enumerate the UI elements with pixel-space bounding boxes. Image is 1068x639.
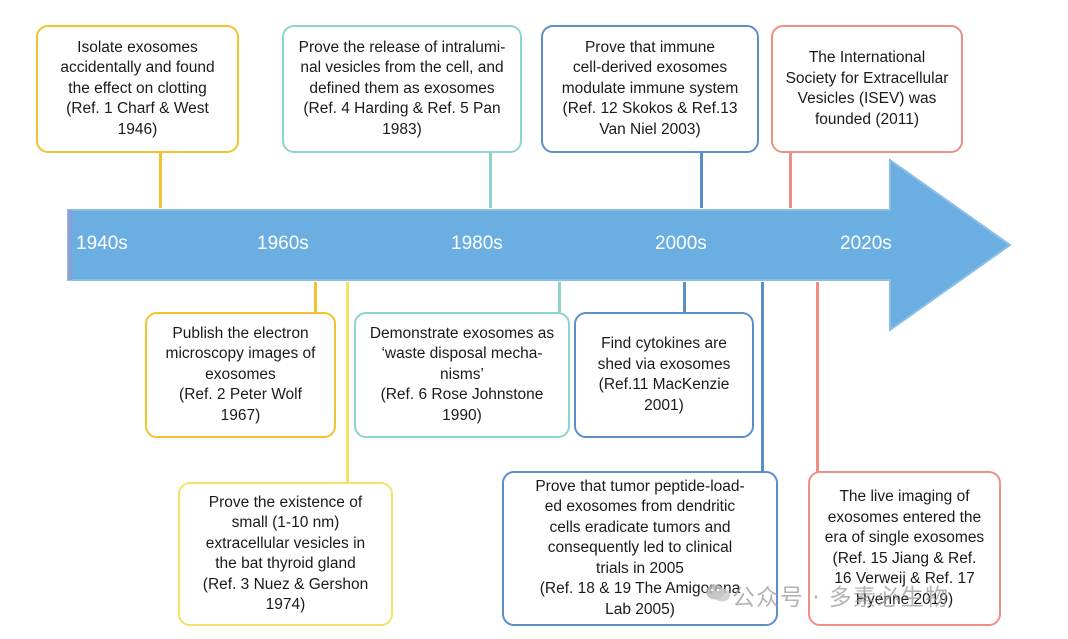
event-2001: Find cytokines are shed via exosomes (Re… — [574, 312, 754, 438]
timeline-arrow-shape — [67, 158, 1012, 332]
event-1967: Publish the electron microscopy images o… — [145, 312, 336, 438]
connector-1990 — [558, 282, 561, 312]
connector-1983 — [489, 152, 492, 208]
connector-2005 — [761, 282, 764, 472]
event-1983: Prove the release of intralumi- nal vesi… — [282, 25, 522, 153]
watermark-text: 公众号 · 多素必生物 — [732, 585, 949, 611]
decade-label-1940s: 1940s — [76, 233, 128, 254]
connector-2019 — [816, 282, 819, 472]
connector-2003 — [700, 152, 703, 208]
event-1974: Prove the existence of small (1-10 nm) e… — [178, 482, 393, 626]
event-2019: The live imaging of exosomes entered the… — [808, 471, 1001, 626]
event-1946: Isolate exosomes accidentally and found … — [36, 25, 239, 153]
wechat-icon — [706, 584, 730, 602]
event-2003: Prove that immune cell-derived exosomes … — [541, 25, 759, 153]
decade-label-1960s: 1960s — [257, 233, 309, 254]
event-2005: Prove that tumor peptide-load- ed exosom… — [502, 471, 778, 626]
connector-1974 — [346, 282, 349, 482]
connector-2001 — [683, 282, 686, 312]
decade-label-1980s: 1980s — [451, 233, 503, 254]
connector-1946 — [159, 152, 162, 208]
event-2011: The International Society for Extracellu… — [771, 25, 963, 153]
connector-2011 — [789, 152, 792, 208]
decade-label-2000s: 2000s — [655, 233, 707, 254]
event-1990: Demonstrate exosomes as ‘waste disposal … — [354, 312, 570, 438]
decade-label-2020s: 2020s — [840, 233, 892, 254]
connector-1967 — [314, 282, 317, 312]
